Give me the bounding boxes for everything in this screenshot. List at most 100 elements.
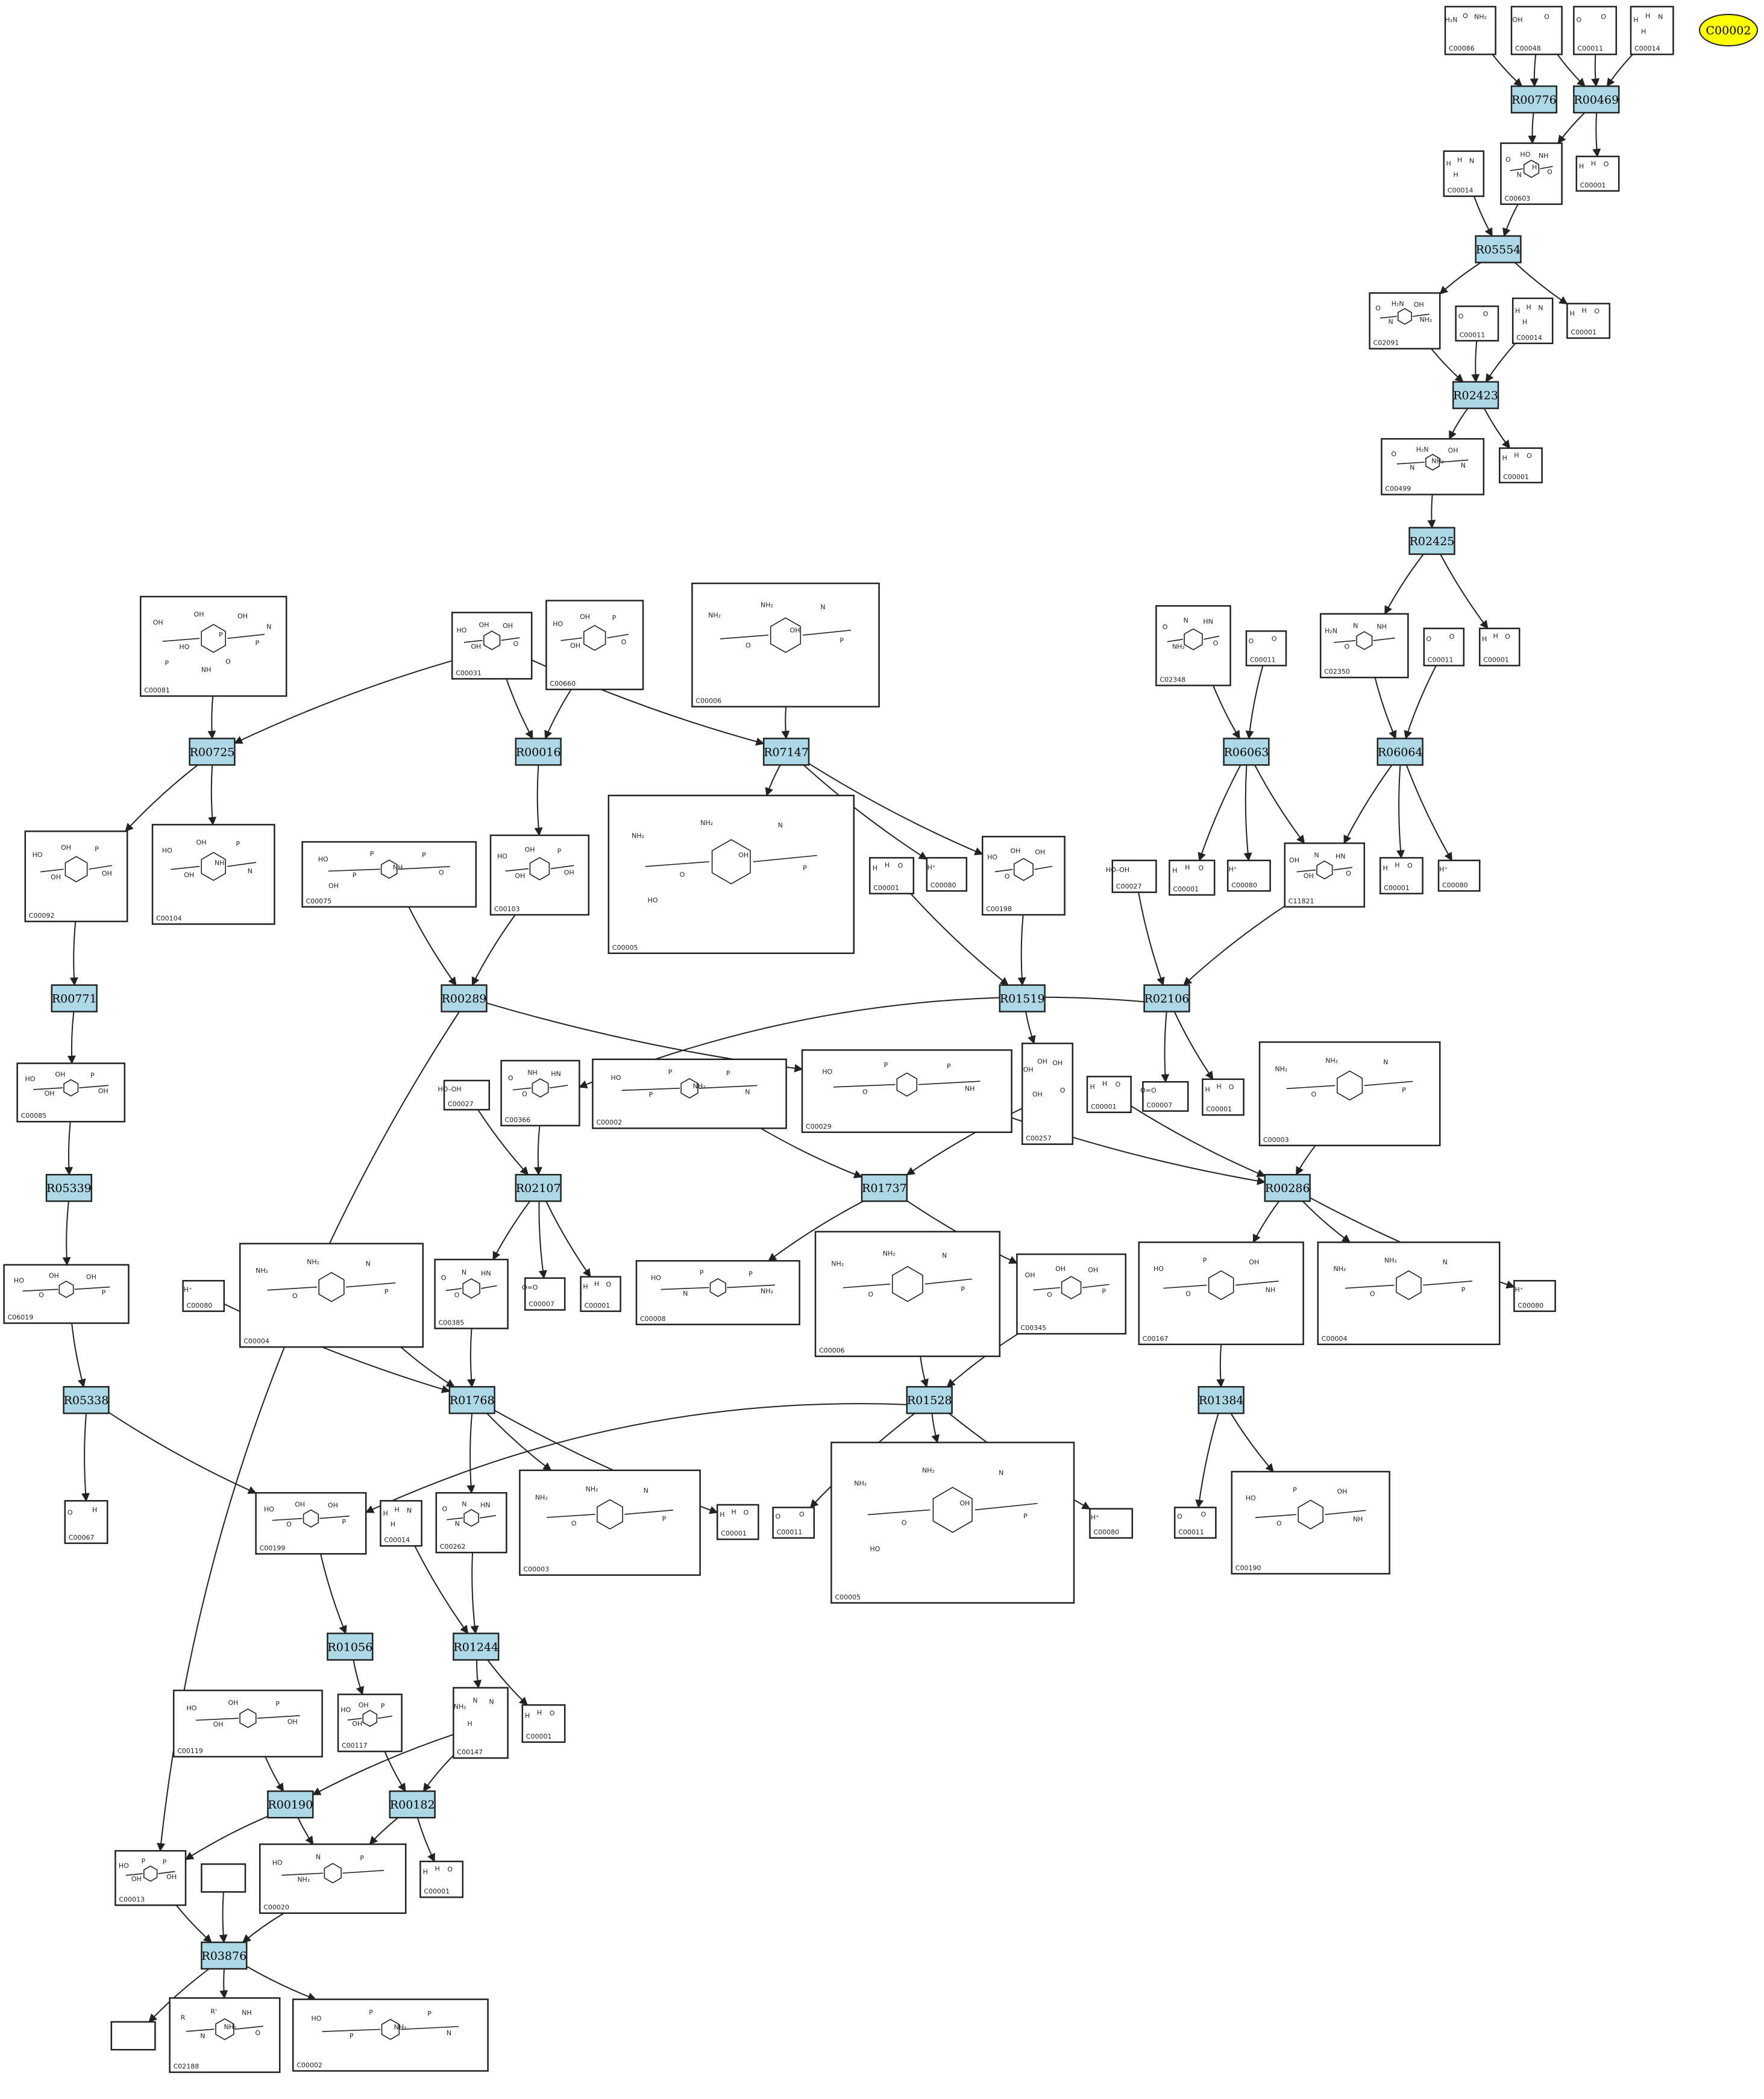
reaction-node[interactable]: R00182 — [389, 1790, 436, 1819]
reaction-node[interactable]: R07147 — [762, 738, 810, 766]
reaction-node[interactable]: R06063 — [1223, 738, 1270, 766]
reaction-node[interactable]: R00776 — [1510, 85, 1558, 114]
reaction-node[interactable]: R02423 — [1452, 381, 1499, 409]
reaction-node[interactable]: R00469 — [1573, 85, 1620, 114]
compound-node[interactable] — [110, 2021, 156, 2051]
reaction-node[interactable]: R01768 — [448, 1385, 495, 1414]
reaction-node[interactable]: R05338 — [63, 1385, 110, 1414]
compound-node[interactable]: H⁺C00080 — [1226, 859, 1271, 892]
compound-node[interactable]: H⁺C00080 — [1089, 1508, 1134, 1539]
reaction-node[interactable]: R02106 — [1143, 984, 1190, 1012]
reaction-node[interactable]: R03876 — [201, 1941, 248, 1970]
reaction-node[interactable]: R01244 — [453, 1633, 500, 1661]
reaction-node[interactable]: R00016 — [515, 738, 562, 766]
compound-node[interactable]: H⁺C00080 — [182, 1279, 225, 1313]
reaction-node[interactable]: R00771 — [51, 984, 98, 1012]
target-compound-node[interactable]: C00002 — [1699, 14, 1758, 46]
compound-node[interactable]: H⁺C00080 — [1437, 859, 1481, 892]
compound-node[interactable]: H⁺C00080 — [1513, 1279, 1556, 1313]
reaction-node[interactable]: R05339 — [45, 1173, 93, 1202]
reaction-node[interactable]: R02107 — [515, 1173, 562, 1202]
reaction-node[interactable]: R01384 — [1197, 1385, 1245, 1414]
reaction-node[interactable]: R06064 — [1376, 738, 1423, 766]
reaction-node[interactable]: R01519 — [999, 984, 1046, 1012]
reaction-node[interactable]: R02425 — [1408, 527, 1455, 555]
reaction-node[interactable]: R00725 — [189, 738, 236, 766]
compound-node[interactable] — [201, 1863, 246, 1893]
reaction-node[interactable]: R01056 — [327, 1633, 374, 1661]
compound-node[interactable]: H⁺C00080 — [926, 857, 968, 892]
reaction-node[interactable]: R00289 — [441, 984, 488, 1012]
reaction-node[interactable]: R05554 — [1475, 235, 1522, 263]
reaction-node[interactable]: R00286 — [1264, 1173, 1311, 1202]
reaction-node[interactable]: R01528 — [906, 1385, 953, 1414]
reaction-node[interactable]: R00190 — [267, 1790, 314, 1819]
